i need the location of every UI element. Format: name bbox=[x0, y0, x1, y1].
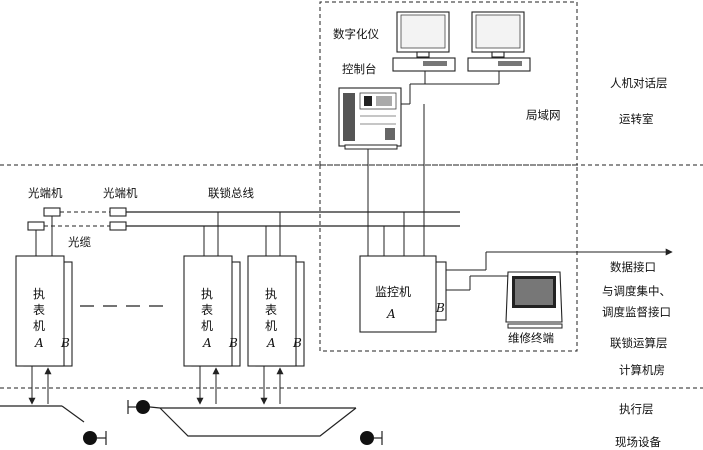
layer-label-hmi: 人机对话层 bbox=[610, 76, 668, 90]
track-icon bbox=[0, 405, 357, 437]
signal-icon bbox=[127, 400, 150, 414]
workstation-icon bbox=[392, 11, 456, 72]
executor-1-char-3: 机 bbox=[33, 319, 45, 333]
interface-label-line3: 调度监督接口 bbox=[602, 305, 671, 319]
interface-label-line1: 数据接口 bbox=[610, 260, 656, 274]
layer-label-field-equipment: 现场设备 bbox=[615, 435, 661, 449]
signal-icon bbox=[83, 431, 107, 445]
monitor-label-a: A bbox=[386, 307, 396, 321]
optical-terminal-label-1: 光端机 bbox=[28, 186, 63, 200]
executor-2-char-2: 表 bbox=[201, 303, 213, 317]
optical-terminal-icon bbox=[43, 207, 61, 217]
optical-terminal-icon bbox=[109, 221, 127, 231]
layer-label-computer-room: 计算机房 bbox=[619, 363, 665, 377]
executor-2-char-3: 机 bbox=[201, 319, 213, 333]
workstation-icon bbox=[467, 11, 531, 72]
executor-3-char-2: 表 bbox=[265, 303, 277, 317]
console-label-line2: 控制台 bbox=[342, 62, 377, 76]
executor-1-label-b: B bbox=[60, 336, 70, 350]
layer-label-interlock: 联锁运算层 bbox=[610, 336, 668, 350]
executor-3-char-1: 执 bbox=[265, 287, 277, 301]
executor-1-char-2: 表 bbox=[33, 303, 45, 317]
layer-label-operation-room: 运转室 bbox=[619, 112, 654, 126]
executor-2-label-a: A bbox=[202, 336, 212, 350]
executor-unit-2 bbox=[183, 212, 241, 367]
interlock-bus-label: 联锁总线 bbox=[208, 186, 254, 200]
executor-2-label-b: B bbox=[228, 336, 238, 350]
lan-label: 局域网 bbox=[526, 108, 561, 122]
executor-1-char-1: 执 bbox=[33, 287, 45, 301]
computer-room-boundary bbox=[319, 164, 578, 352]
executor-unit-3 bbox=[247, 212, 305, 367]
monitor-label: 监控机 bbox=[375, 285, 411, 299]
digitizer-console-icon bbox=[338, 87, 402, 150]
executor-1-label-a: A bbox=[34, 336, 44, 350]
monitor-unit bbox=[359, 104, 447, 333]
layer-label-execution: 执行层 bbox=[619, 402, 654, 416]
signal-icon bbox=[360, 431, 383, 445]
optical-cable-label: 光缆 bbox=[68, 235, 91, 249]
executor-3-label-b: B bbox=[292, 336, 302, 350]
maintenance-terminal-icon bbox=[505, 271, 563, 329]
optical-terminal-label-2: 光端机 bbox=[103, 186, 138, 200]
executor-2-char-1: 执 bbox=[201, 287, 213, 301]
console-label-line1: 数字化仪 bbox=[333, 27, 379, 41]
optical-terminal-icon bbox=[109, 207, 127, 217]
executor-unit-1 bbox=[15, 255, 73, 367]
executor-3-label-a: A bbox=[266, 336, 276, 350]
interface-label-line2: 与调度集中、 bbox=[602, 284, 671, 298]
optical-terminal-icon bbox=[27, 221, 45, 231]
monitor-label-b: B bbox=[435, 301, 445, 315]
maintenance-terminal-label: 维修终端 bbox=[508, 331, 554, 345]
executor-3-char-3: 机 bbox=[265, 319, 277, 333]
